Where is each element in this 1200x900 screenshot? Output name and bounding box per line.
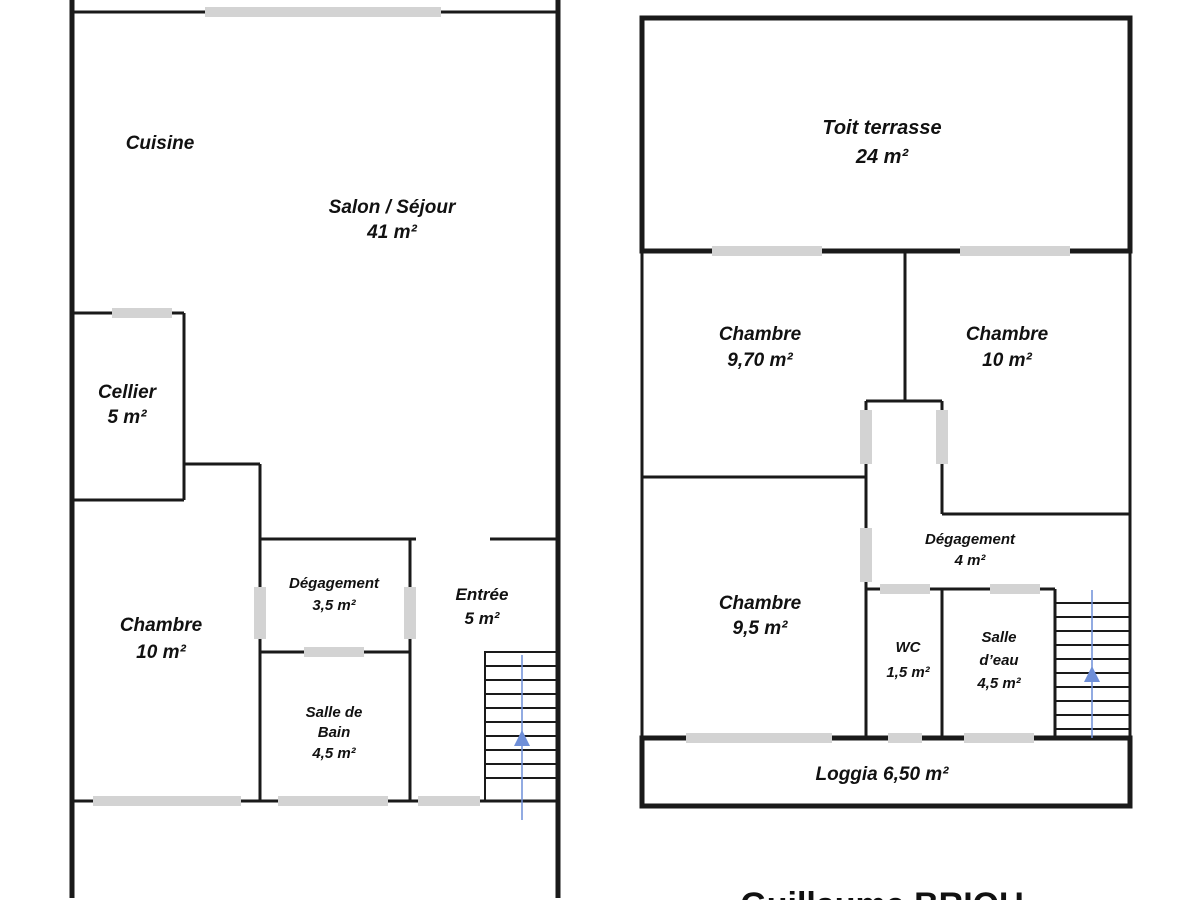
label-shower-room-line2: d’eau — [979, 652, 1018, 669]
label-wc-area: 1,5 m² — [886, 664, 930, 681]
label-bathroom-line2: Bain — [318, 724, 351, 741]
label-living-room: Salon / Séjour — [329, 197, 457, 218]
label-roof-terrace-area: 24 m² — [855, 146, 910, 168]
label-bedroom-2: Chambre — [966, 324, 1049, 345]
label-kitchen: Cuisine — [126, 133, 195, 154]
agency-brand-text: Guillaume BRIOU — [740, 886, 1023, 900]
label-bedroom-1-area: 9,70 m² — [727, 350, 793, 371]
label-loggia: Loggia 6,50 m² — [815, 764, 949, 785]
label-bedroom-area: 10 m² — [136, 642, 186, 663]
label-entrance: Entrée — [456, 585, 509, 604]
upper-floor-plan: Toit terrasse 24 m² Chambre 9,70 m² Cham… — [639, 15, 1133, 809]
label-living-room-area: 41 m² — [366, 222, 417, 243]
upper-floor-labels: Toit terrasse 24 m² Chambre 9,70 m² Cham… — [719, 117, 1049, 785]
label-bedroom-3-area: 9,5 m² — [733, 618, 789, 639]
label-bedroom-3: Chambre — [719, 593, 802, 614]
label-shower-room-area: 4,5 m² — [976, 675, 1021, 692]
label-wc: WC — [896, 639, 922, 656]
label-shower-room-line1: Salle — [981, 629, 1016, 646]
upper-floor-windows — [686, 246, 1070, 743]
ground-floor-plan: Cuisine Salon / Séjour 41 m² Cellier 5 m… — [69, 0, 561, 898]
label-bedroom-2-area: 10 m² — [982, 350, 1032, 371]
label-bathroom-area: 4,5 m² — [311, 745, 356, 762]
ground-floor-labels: Cuisine Salon / Séjour 41 m² Cellier 5 m… — [98, 133, 509, 762]
label-upper-hallway-area: 4 m² — [954, 552, 987, 569]
label-entrance-area: 5 m² — [465, 609, 501, 628]
label-storage-area: 5 m² — [107, 407, 147, 428]
label-hallway-area: 3,5 m² — [312, 597, 356, 614]
ground-floor-windows — [93, 7, 480, 806]
label-roof-terrace: Toit terrasse — [822, 117, 941, 139]
label-bathroom-line1: Salle de — [306, 704, 363, 721]
label-storage: Cellier — [98, 382, 158, 403]
upper-floor-stair-arrow — [1084, 590, 1100, 738]
label-hallway: Dégagement — [289, 575, 380, 592]
label-upper-hallway: Dégagement — [925, 531, 1016, 548]
label-bedroom-1: Chambre — [719, 324, 802, 345]
label-bedroom: Chambre — [120, 615, 203, 636]
ground-floor-stair-arrow — [514, 655, 530, 820]
